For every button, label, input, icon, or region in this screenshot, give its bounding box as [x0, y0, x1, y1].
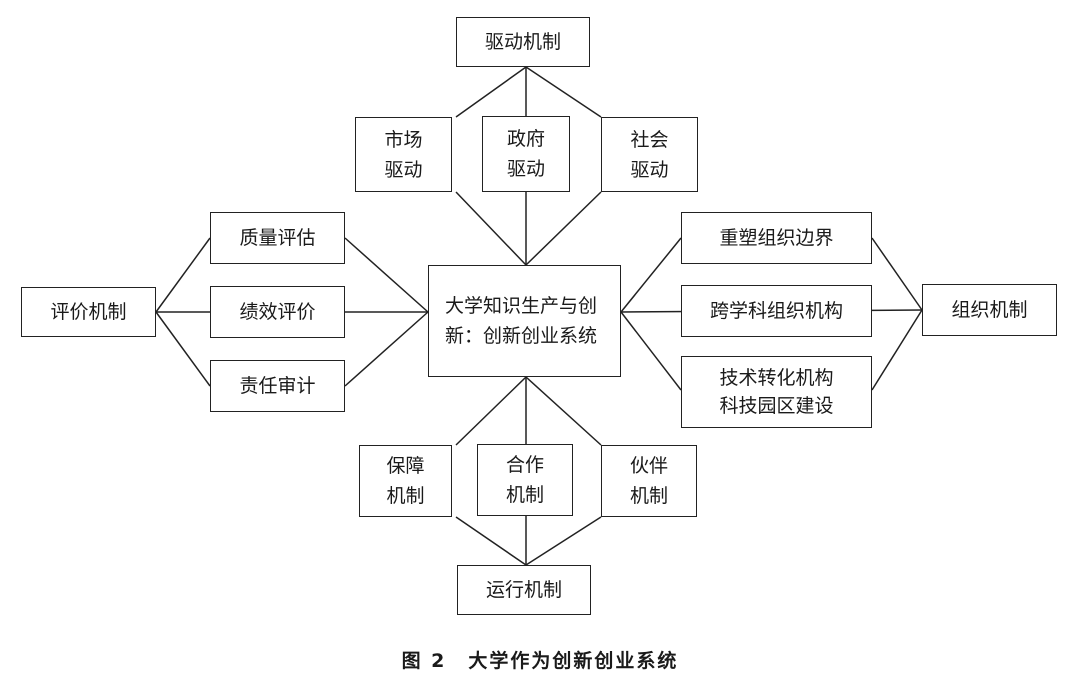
- figure-number: 图 2: [401, 650, 447, 672]
- tech-transfer-label: 技术转化机构 科技园区建设: [719, 367, 834, 417]
- center-system-box: 大学知识生产与创新：创新创业系统: [428, 265, 621, 377]
- accountability-audit-box: 责任审计: [210, 360, 345, 412]
- center-system-label: 大学知识生产与创新：创新创业系统: [445, 295, 598, 347]
- operation-mechanism-box: 运行机制: [457, 565, 591, 615]
- reshape-boundary-box: 重塑组织边界: [681, 212, 872, 264]
- society-drive-box: 社会 驱动: [601, 117, 698, 192]
- government-drive-box: 政府 驱动: [482, 116, 570, 192]
- quality-assessment-label: 质量评估: [239, 227, 316, 249]
- figure-caption: 图 2 大学作为创新创业系统: [0, 646, 1080, 673]
- cooperation-mechanism-box: 合作 机制: [477, 444, 573, 516]
- drive-mechanism-box: 驱动机制: [456, 17, 590, 67]
- society-drive-label: 社会 驱动: [630, 128, 669, 181]
- evaluation-mechanism-box: 评价机制: [21, 287, 156, 337]
- partner-mechanism-box: 伙伴 机制: [601, 445, 697, 517]
- accountability-audit-label: 责任审计: [239, 375, 316, 397]
- organization-mechanism-label: 组织机制: [951, 299, 1028, 321]
- drive-mechanism-label: 驱动机制: [484, 31, 561, 53]
- market-drive-label: 市场 驱动: [384, 128, 423, 181]
- interdisciplinary-org-label: 跨学科组织机构: [709, 300, 843, 322]
- performance-evaluation-label: 绩效评价: [239, 301, 316, 323]
- guarantee-mechanism-label: 保障 机制: [386, 455, 425, 507]
- interdisciplinary-org-box: 跨学科组织机构: [681, 285, 872, 337]
- evaluation-mechanism-label: 评价机制: [50, 301, 127, 323]
- operation-mechanism-label: 运行机制: [485, 579, 562, 601]
- tech-transfer-box: 技术转化机构 科技园区建设: [681, 356, 872, 428]
- partner-mechanism-label: 伙伴 机制: [629, 455, 668, 507]
- quality-assessment-box: 质量评估: [210, 212, 345, 264]
- reshape-boundary-label: 重塑组织边界: [719, 227, 834, 249]
- figure-title: 大学作为创新创业系统: [468, 650, 679, 672]
- government-drive-label: 政府 驱动: [506, 128, 545, 180]
- guarantee-mechanism-box: 保障 机制: [359, 445, 452, 517]
- organization-mechanism-box: 组织机制: [922, 284, 1057, 336]
- market-drive-box: 市场 驱动: [355, 117, 452, 192]
- cooperation-mechanism-label: 合作 机制: [505, 454, 544, 506]
- performance-evaluation-box: 绩效评价: [210, 286, 345, 338]
